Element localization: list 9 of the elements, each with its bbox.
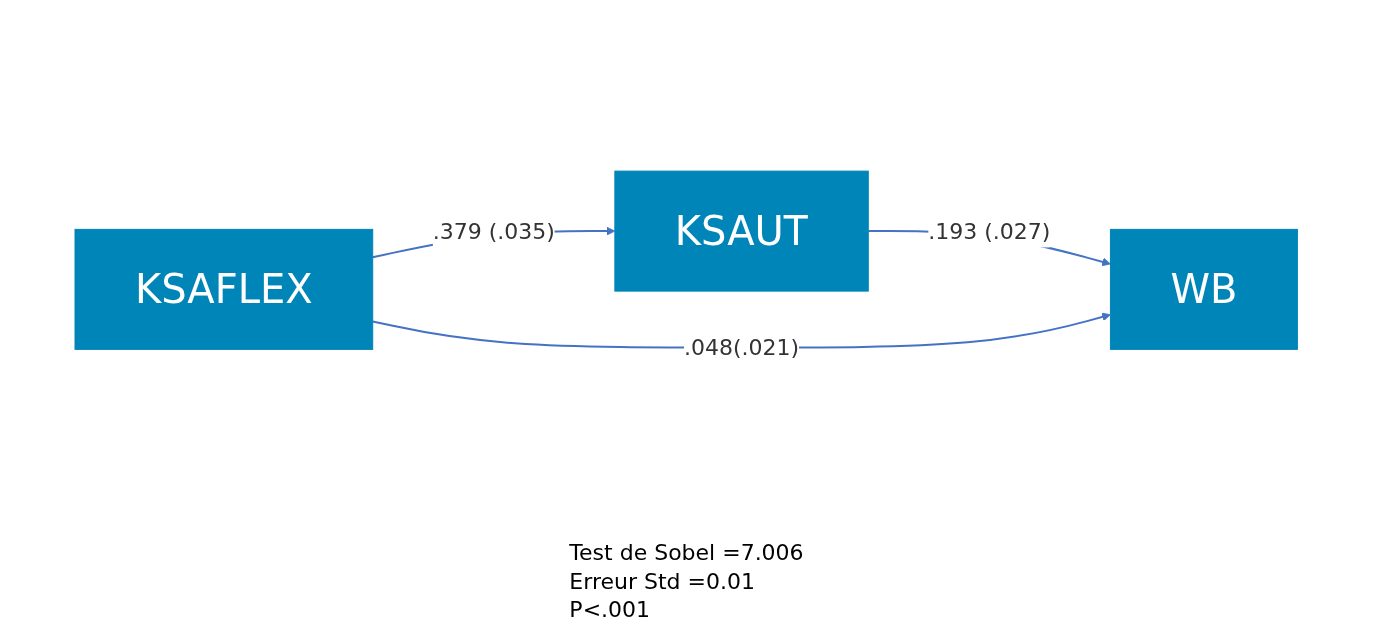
note-text: Test de Sobel =7.006: [569, 539, 804, 568]
node-box: KSAFLEX: [74, 228, 374, 350]
note-text: Erreur Std =0.01: [569, 567, 756, 596]
edge-label: .048(.021): [684, 335, 800, 361]
node-box: KSAUT: [614, 170, 870, 292]
node-box: WB: [1110, 228, 1299, 350]
edge-label: .379 (.035): [432, 218, 556, 244]
edge-label: .193 (.027): [928, 218, 1051, 244]
note-text: P<.001: [569, 596, 652, 625]
